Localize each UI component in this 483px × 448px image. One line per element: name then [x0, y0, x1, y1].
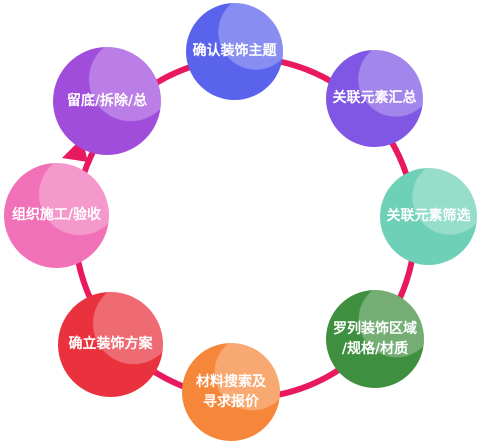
step-node-5: 材料搜索及 寻求报价 [182, 343, 280, 441]
step-node-4: 罗列装饰区域 /规格/材质 [326, 290, 424, 388]
step-node-8: 留底/拆除/总 [53, 47, 161, 155]
step-node-6: 确立装饰方案 [58, 292, 163, 397]
step-label-2: 关联元素汇总 [332, 90, 417, 107]
step-node-1: 确认装饰主题 [186, 3, 283, 100]
step-label-1: 确认装饰主题 [192, 43, 277, 60]
step-label-8: 留底/拆除/总 [66, 92, 148, 109]
step-node-7: 组织施工/验收 [4, 163, 109, 268]
step-node-2: 关联元素汇总 [326, 50, 423, 147]
step-label-5: 材料搜索及 寻求报价 [196, 373, 266, 410]
step-label-7: 组织施工/验收 [11, 207, 102, 224]
step-node-3: 关联元素筛选 [380, 168, 477, 265]
step-label-3: 关联元素筛选 [386, 208, 471, 225]
step-label-4: 罗列装饰区域 /规格/材质 [333, 320, 417, 357]
step-label-6: 确立装饰方案 [68, 336, 153, 353]
